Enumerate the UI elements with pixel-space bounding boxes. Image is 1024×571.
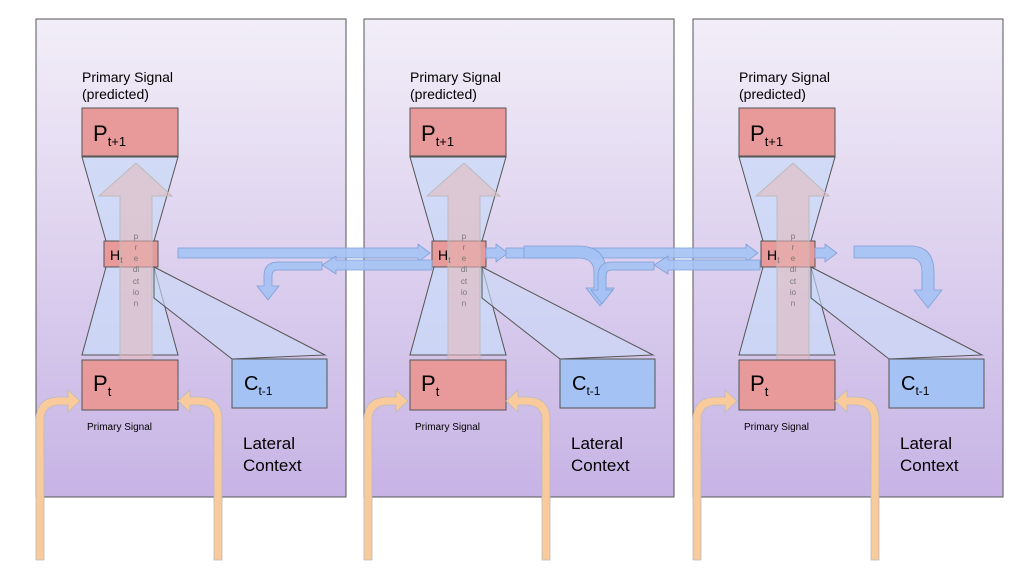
output-title-line2: (predicted) [410,86,477,102]
prediction-letter: r [792,243,795,252]
context-node-label: Ct-1 [901,373,930,398]
input-arrow-left [35,389,81,561]
prediction-letter: p [134,232,139,241]
prediction-letter: p [791,232,796,241]
output-title-line1: Primary Signal [739,69,830,85]
prediction-letter: io [790,288,797,297]
prediction-letter: ct [133,277,140,286]
output-node-label: Pt+1 [93,121,126,149]
lateral-label-line2: Context [243,456,302,475]
output-node [409,107,507,157]
prediction-letter: n [134,299,138,308]
output-node-label: Pt+1 [750,121,783,149]
input-caption: Primary Signal [744,422,809,433]
prediction-letter: ct [790,277,797,286]
lateral-arrow-right [485,243,509,263]
unit-2: Primary Signal (predicted) Pt+1 Ht p r e… [363,18,675,561]
feedback-down-arrow [256,261,323,301]
prediction-letter: n [462,299,466,308]
input-arrow-right [834,389,880,561]
output-title-line1: Primary Signal [82,69,173,85]
input-node-label: Pt [750,371,769,399]
input-node-label: Pt [421,371,440,399]
prediction-letter: io [461,288,468,297]
lateral-arrow-left [653,255,761,275]
context-node [888,358,985,409]
prediction-arrow [97,162,174,361]
input-arrow-right [177,389,223,561]
lateral-arrow-right [814,243,838,263]
input-node-label: Pt [93,371,112,399]
lateral-arrow-left [321,255,433,275]
input-arrow-left [692,389,738,561]
prediction-letter: r [135,243,138,252]
output-node [81,107,179,157]
context-node-label: Ct-1 [572,373,601,398]
context-node-label: Ct-1 [244,373,273,398]
lateral-label-line1: Lateral [571,434,623,453]
unit-3: Primary Signal (predicted) Pt+1 Ht p r e… [692,18,1004,561]
feedback-down-arrow [853,245,943,309]
output-title-line2: (predicted) [82,86,149,102]
output-node-label: Pt+1 [421,121,454,149]
prediction-letter: io [133,288,140,297]
input-node [738,359,836,411]
lateral-label-line1: Lateral [243,434,295,453]
prediction-arrow [754,162,831,361]
output-node [738,107,836,157]
prediction-letter: di [133,265,139,274]
prediction-letter: e [462,254,467,263]
prediction-letter: di [461,265,467,274]
prediction-letter: di [790,265,796,274]
lateral-arrow-right [177,243,431,263]
prediction-letter: ct [461,277,468,286]
output-title-line2: (predicted) [739,86,806,102]
input-node [81,359,179,411]
input-node [409,359,507,411]
context-node [559,358,656,409]
prediction-letter: r [463,243,466,252]
input-caption: Primary Signal [415,422,480,433]
lateral-label-line1: Lateral [900,434,952,453]
lateral-label-line2: Context [571,456,630,475]
unit-1: Primary Signal (predicted) Pt+1 Ht p r e… [35,18,347,561]
prediction-arrow [425,162,502,361]
feedback-down-arrow [590,261,655,305]
output-title-line1: Primary Signal [410,69,501,85]
input-arrow-left [363,389,409,561]
prediction-letter: e [791,254,796,263]
input-caption: Primary Signal [87,422,152,433]
prediction-letter: p [462,232,467,241]
prediction-letter: n [791,299,795,308]
prediction-letter: e [134,254,139,263]
input-arrow-right [505,389,551,561]
lateral-label-line2: Context [900,456,959,475]
lateral-arrows [177,243,943,309]
context-node [231,358,328,409]
